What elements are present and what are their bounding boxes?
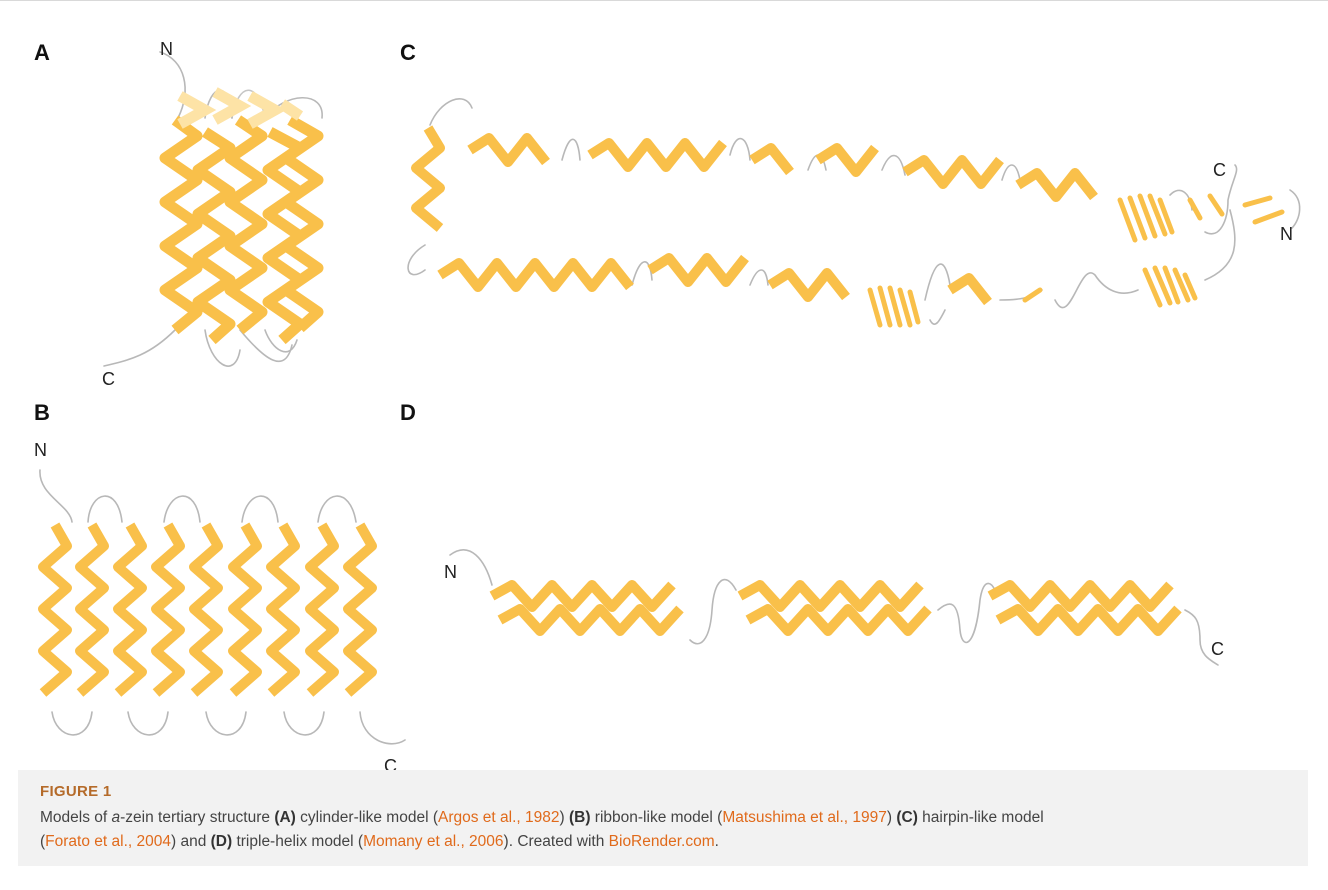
helix-ribbon	[113, 522, 147, 697]
helix-ribbon	[343, 522, 377, 697]
caption-fragment: triple-helix model (	[232, 833, 364, 850]
helix-ribbon	[767, 268, 850, 302]
helix-ribbon	[151, 522, 185, 697]
top-rule	[0, 0, 1328, 1]
caption-fragment: )	[559, 809, 569, 826]
helix-ribbon	[749, 143, 794, 176]
caption-label-c: (C)	[896, 809, 918, 826]
helix-ribbon	[1015, 168, 1098, 202]
biorender-link[interactable]: BioRender.com	[608, 833, 715, 850]
helix-ribbon	[266, 522, 300, 697]
panel-c-label: C	[400, 40, 416, 65]
caption-label-b: (B)	[568, 809, 591, 826]
panel-d-label: D	[400, 400, 416, 425]
helix-ribbon	[815, 143, 879, 177]
panel-b-helices	[38, 522, 377, 697]
helix-ribbon	[228, 522, 262, 697]
helix-ribbon	[947, 273, 992, 306]
panel-d-model	[449, 549, 1219, 666]
helix-ribbon	[745, 604, 932, 636]
panel-c-model	[407, 98, 1301, 328]
figure-caption: FIGURE 1 Models of a-zein tertiary struc…	[18, 770, 1308, 866]
caption-label-a: (A)	[274, 809, 296, 826]
panel-d-helices	[489, 580, 1182, 636]
helix-ribbon	[437, 258, 634, 292]
helix-ribbon	[902, 155, 1004, 189]
panel-c-c-terminus: C	[1213, 160, 1226, 180]
helix-ribbon	[587, 138, 727, 172]
helix-ribbon	[737, 580, 924, 612]
panel-d-loops	[449, 549, 1219, 666]
panel-b-n-terminus: N	[34, 440, 47, 460]
helix-ribbon	[467, 133, 550, 167]
helix-ribbon	[189, 522, 223, 697]
caption-fragment: )	[886, 809, 897, 826]
caption-fragment: Models of	[40, 809, 112, 826]
caption-fragment: -zein tertiary structure	[120, 809, 275, 826]
helix-ribbon	[497, 604, 684, 636]
helix-ribbon	[38, 522, 72, 697]
helix-ribbon	[987, 580, 1174, 612]
panel-b-loops	[39, 469, 406, 745]
caption-fragment: ). Created with	[503, 833, 609, 850]
reference-link-argos[interactable]: Argos et al., 1982	[438, 809, 560, 826]
reference-link-momany[interactable]: Momany et al., 2006	[363, 833, 504, 850]
helix-ribbon	[75, 522, 109, 697]
panel-d-c-terminus: C	[1211, 639, 1224, 659]
helix-ribbon	[305, 522, 339, 697]
caption-fragment: hairpin-like model	[917, 809, 1044, 826]
panel-b-model	[38, 469, 406, 745]
panel-c-n-terminus: N	[1280, 224, 1293, 244]
helix-ribbon	[489, 580, 676, 612]
caption-title: FIGURE 1	[40, 783, 112, 800]
caption-fragment: cylinder-like model (	[295, 809, 438, 826]
panel-a-helix-tops	[177, 87, 304, 129]
panel-b-label: B	[34, 400, 50, 425]
caption-fragment: ) and	[170, 833, 211, 850]
helix-ribbon	[411, 125, 445, 232]
helix-ribbon	[995, 604, 1182, 636]
panel-a-model	[103, 51, 324, 367]
panel-c-sheets	[867, 193, 1285, 328]
caption-text: Models of a-zein tertiary structure (A) …	[40, 806, 1290, 854]
figure-artwork	[38, 51, 1301, 745]
panel-a-label: A	[34, 40, 50, 65]
caption-fragment: (	[40, 833, 46, 850]
caption-fragment: ribbon-like model (	[590, 809, 723, 826]
panel-a-c-terminus: C	[102, 369, 115, 389]
caption-fragment: .	[714, 833, 719, 850]
panel-c-helices	[411, 125, 1098, 306]
panel-a-helices	[159, 115, 324, 345]
panel-d-n-terminus: N	[444, 562, 457, 582]
helix-ribbon	[647, 253, 749, 287]
reference-link-forato[interactable]: Forato et al., 2004	[45, 833, 171, 850]
caption-label-d: (D)	[210, 833, 233, 850]
reference-link-matsushima[interactable]: Matsushima et al., 1997	[722, 809, 887, 826]
caption-alpha: a	[111, 809, 121, 826]
panel-a-n-terminus: N	[160, 39, 173, 59]
